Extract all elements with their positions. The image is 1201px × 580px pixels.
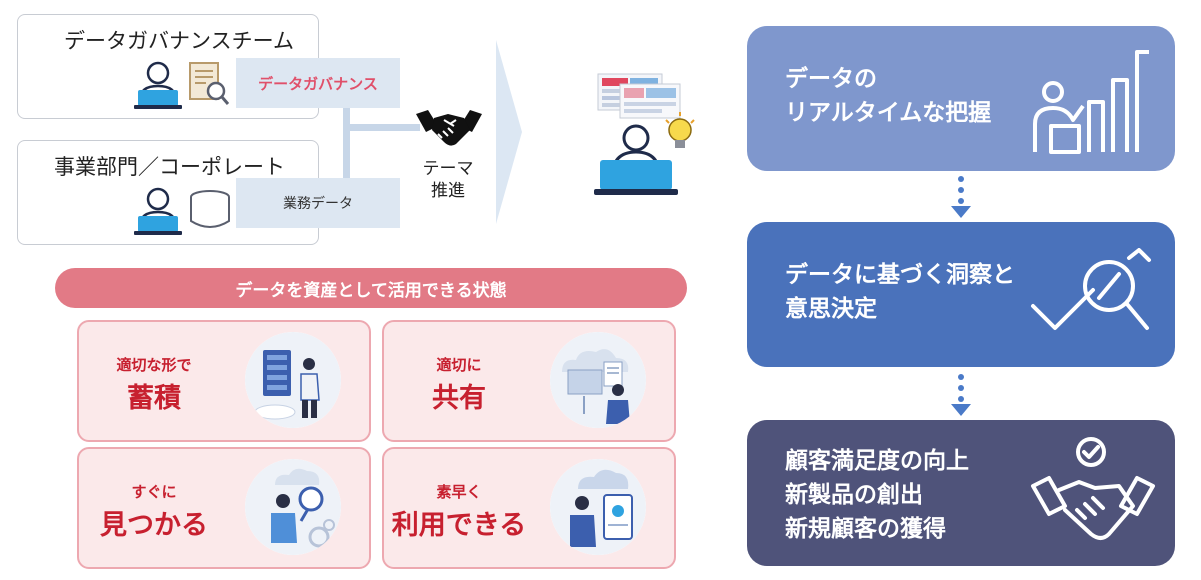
card-title: 見つかる [100,510,208,541]
database-icon [190,190,230,228]
outcome-realtime-box: データの リアルタイムな把握 [747,26,1175,171]
asset-card-share: 適切に 共有 [382,320,676,442]
outcome-line: 新規顧客の獲得 [785,516,946,542]
outcome-line: 新製品の創出 [785,482,923,508]
card-subtitle: すぐに [131,483,177,501]
magnifier-check-icon [1031,248,1151,330]
document-search-icon [189,62,230,105]
theme-line-2: 推進 [431,181,465,201]
asset-card-store: 適切な形で 蓄積 [77,320,371,442]
cloud-share-illustration [550,332,646,428]
card-title: 共有 [432,383,486,414]
card-subtitle: 適切に [436,356,482,374]
outcome-text: データに基づく洞察と 意思決定 [785,258,1015,326]
connector-vertical [343,108,350,178]
handshake-check-icon [1031,437,1155,540]
business-unit-title: 事業部門／コーポレート [54,155,285,179]
outcome-line: 意思決定 [785,296,877,322]
server-person-illustration [245,332,341,428]
flow-dots-1 [951,170,971,220]
handshake-icon [416,110,482,146]
user-laptop-icon [134,187,182,235]
cloud-tablet-illustration [550,459,646,555]
theme-label: テーマ 推進 [413,158,483,202]
arrow-down-icon [951,206,971,218]
outcome-line: データの [785,66,877,92]
outcome-business-box: 顧客満足度の向上 新製品の創出 新規顧客の獲得 [747,420,1175,566]
card-subtitle: 適切な形で [116,356,192,374]
outcome-text: データの リアルタイムな把握 [785,62,991,130]
user-laptop-icon [134,61,182,109]
card-title: 蓄積 [127,383,181,414]
chevron-right-arrow [496,40,522,224]
presenter-chart-icon [1033,50,1149,154]
theme-line-1: テーマ [422,159,474,179]
asset-card-use: 素早く 利用できる [382,447,676,569]
outcome-text: 顧客満足度の向上 新製品の創出 新規顧客の獲得 [785,444,969,546]
asset-section-header: データを資産として活用できる状態 [55,268,687,308]
dashboard-user-illustration [594,73,695,195]
business-data-tag: 業務データ [236,178,400,228]
flow-dots-2 [951,368,971,418]
governance-tag: データガバナンス [236,58,400,108]
card-title: 利用できる [391,510,527,541]
asset-card-find: すぐに 見つかる [77,447,371,569]
arrow-down-icon [951,404,971,416]
card-subtitle: 素早く [436,483,482,501]
outcome-line: 顧客満足度の向上 [785,448,969,474]
outcome-line: データに基づく洞察と [785,262,1015,288]
outcome-line: リアルタイムな把握 [785,100,992,126]
governance-tag-label: データガバナンス [258,74,378,93]
connector-horizontal [343,124,420,131]
governance-team-title: データガバナンスチーム [64,29,294,53]
business-data-tag-label: 業務データ [283,196,353,212]
outcome-insight-box: データに基づく洞察と 意思決定 [747,222,1175,367]
search-person-illustration [245,459,341,555]
